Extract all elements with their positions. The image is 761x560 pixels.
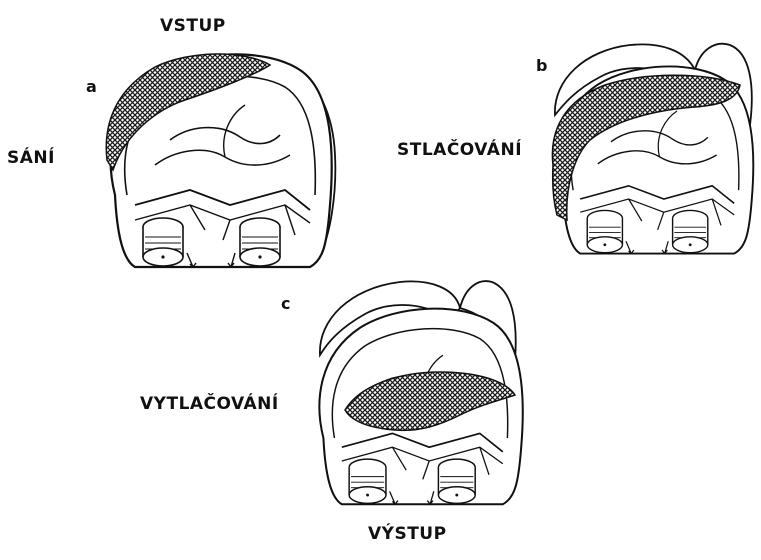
panel-a-drawing <box>106 54 335 267</box>
panel-b-drawing <box>552 44 753 254</box>
panel-c-letter: c <box>281 296 290 312</box>
inlet-label: VSTUP <box>160 18 226 35</box>
discharge-label: VYTLAČOVÁNÍ <box>140 396 279 413</box>
outlet-label: VÝSTUP <box>368 526 447 543</box>
panel-c-drawing <box>319 281 522 504</box>
compression-label: STLAČOVÁNÍ <box>397 142 522 159</box>
suction-label: SÁNÍ <box>7 150 55 167</box>
panel-b-letter: b <box>536 58 547 74</box>
panel-a-letter: a <box>86 79 97 95</box>
